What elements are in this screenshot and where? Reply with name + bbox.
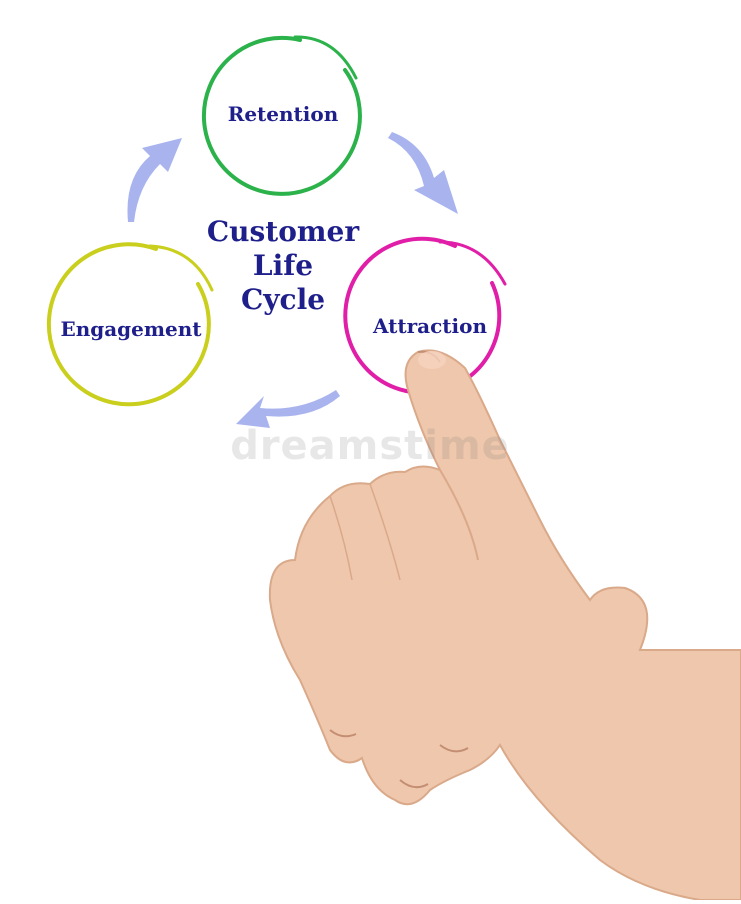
- arrow-retention-to-attraction: [388, 132, 458, 214]
- node-label-engagement: Engagement: [60, 317, 202, 341]
- title-line-2: Life: [252, 249, 314, 282]
- node-label-attraction: Attraction: [372, 314, 488, 338]
- attraction-circle: [343, 236, 507, 395]
- diagram-title: Customer Life Cycle: [207, 215, 359, 317]
- title-line-3: Cycle: [240, 283, 326, 316]
- arrow-attraction-to-engagement: [236, 390, 340, 428]
- arrow-engagement-to-retention: [127, 138, 182, 222]
- title-line-1: Customer: [206, 215, 360, 248]
- pointing-hand-image: [268, 349, 741, 901]
- retention-circle: [201, 35, 362, 196]
- watermark: dreamstime: [230, 423, 510, 469]
- engagement-circle: [46, 242, 214, 407]
- node-label-retention: Retention: [227, 102, 339, 126]
